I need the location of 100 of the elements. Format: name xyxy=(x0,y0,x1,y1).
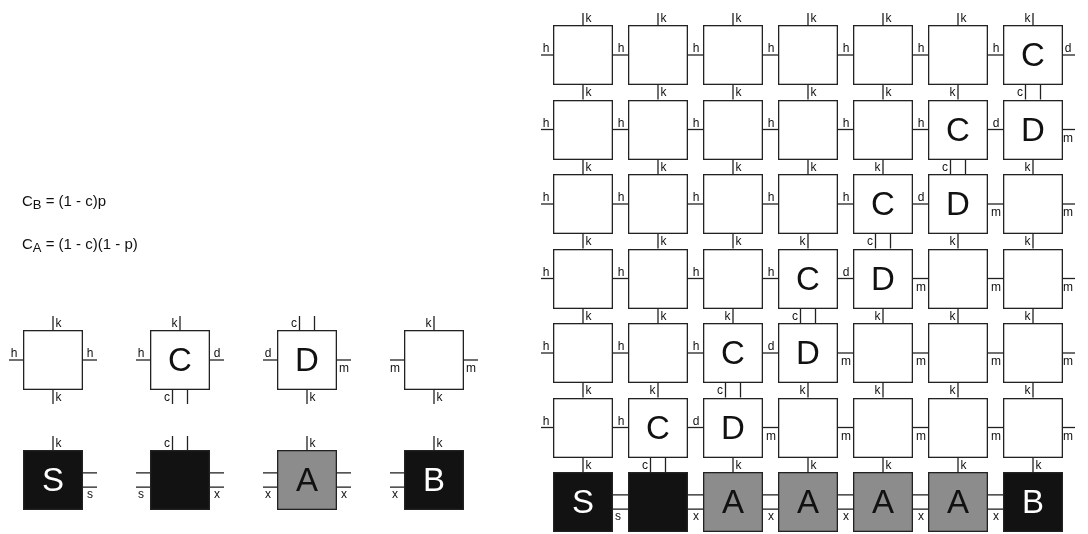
port-label: c xyxy=(867,235,873,247)
port-label: h xyxy=(137,347,145,359)
port-label: k xyxy=(1024,309,1031,322)
port-label: m xyxy=(991,206,1001,218)
tile xyxy=(553,174,613,234)
port-label: h xyxy=(692,340,700,352)
tile-letter: S xyxy=(41,460,65,500)
port-label: d xyxy=(692,414,700,427)
port-label: h xyxy=(767,116,775,129)
port-label: k xyxy=(660,86,667,98)
tile-letter: D xyxy=(1020,109,1046,150)
port-label: k xyxy=(949,384,956,396)
tile xyxy=(853,99,913,160)
tile xyxy=(928,397,988,458)
port-label: h xyxy=(767,265,775,278)
port-label: x xyxy=(693,510,699,522)
port-label: x xyxy=(341,488,347,500)
tile-letter: C xyxy=(945,109,971,150)
tile xyxy=(1003,323,1063,383)
port-label: k xyxy=(949,235,956,247)
tile-letter: C xyxy=(167,340,193,380)
port-label: k xyxy=(585,235,592,247)
tile xyxy=(778,25,838,85)
tile-letter: C xyxy=(1020,35,1046,75)
port-label: m xyxy=(841,355,851,367)
port-label: c xyxy=(1017,86,1023,98)
port-label: c xyxy=(164,391,170,403)
port-label: m xyxy=(1063,131,1073,144)
tile xyxy=(404,450,464,510)
tile xyxy=(778,323,838,383)
tile xyxy=(778,174,838,234)
tile-letter: B xyxy=(422,460,446,500)
tile-letter: D xyxy=(870,258,896,299)
port-label: h xyxy=(842,191,850,203)
port-label: m xyxy=(841,429,851,442)
port-label: k xyxy=(436,391,443,403)
port-label: h xyxy=(692,191,700,203)
port-label: h xyxy=(542,265,550,278)
port-label: k xyxy=(874,160,881,173)
port-label: k xyxy=(799,384,806,396)
tile xyxy=(703,248,763,309)
tile xyxy=(778,99,838,160)
port-label: k xyxy=(724,309,731,322)
port-label: h xyxy=(617,340,625,352)
tile xyxy=(703,323,763,383)
tile xyxy=(703,99,763,160)
port-label: k xyxy=(171,317,178,329)
tile xyxy=(1003,397,1063,458)
port-label: k xyxy=(874,384,881,396)
port-label: k xyxy=(585,309,592,322)
tile xyxy=(553,323,613,383)
tile xyxy=(703,472,763,532)
tile xyxy=(853,397,913,458)
tile-letter: B xyxy=(1021,482,1045,522)
port-label: k xyxy=(1024,384,1031,396)
tile xyxy=(553,397,613,458)
port-label: m xyxy=(1063,355,1073,367)
port-label: k xyxy=(55,437,62,449)
port-label: c xyxy=(291,317,297,329)
port-label: m xyxy=(916,355,926,367)
port-label: d xyxy=(264,347,272,359)
tile-letter: A xyxy=(796,482,820,522)
tile xyxy=(628,99,688,160)
tile xyxy=(853,25,913,85)
port-label: m xyxy=(766,429,776,442)
tile-letter: D xyxy=(945,184,971,224)
port-label: k xyxy=(810,86,817,98)
tile xyxy=(703,397,763,458)
port-label: k xyxy=(55,317,62,329)
port-label: h xyxy=(542,42,550,54)
port-label: k xyxy=(660,12,667,24)
port-label: x xyxy=(843,510,849,522)
port-label: h xyxy=(917,42,925,54)
port-label: k xyxy=(885,12,892,24)
port-label: c xyxy=(717,384,723,396)
port-label: x xyxy=(918,510,924,522)
port-label: m xyxy=(916,429,926,442)
tile-letter: C xyxy=(795,258,821,299)
port-label: h xyxy=(917,116,925,129)
port-label: s xyxy=(138,488,144,500)
tile xyxy=(778,397,838,458)
tile xyxy=(853,174,913,234)
port-label: k xyxy=(735,12,742,24)
port-label: k xyxy=(885,86,892,98)
port-label: h xyxy=(542,191,550,203)
tile xyxy=(404,330,464,390)
port-label: d xyxy=(767,340,775,352)
port-label: c xyxy=(942,160,948,173)
tile xyxy=(928,472,988,532)
tile xyxy=(628,174,688,234)
tile xyxy=(928,174,988,234)
port-label: s xyxy=(87,488,93,500)
tile xyxy=(277,450,337,510)
port-label: k xyxy=(885,458,892,471)
port-label: m xyxy=(991,429,1001,442)
port-label: k xyxy=(874,309,881,322)
port-label: x xyxy=(265,488,271,500)
port-label: k xyxy=(735,86,742,98)
tile xyxy=(928,323,988,383)
port-label: x xyxy=(993,510,999,522)
